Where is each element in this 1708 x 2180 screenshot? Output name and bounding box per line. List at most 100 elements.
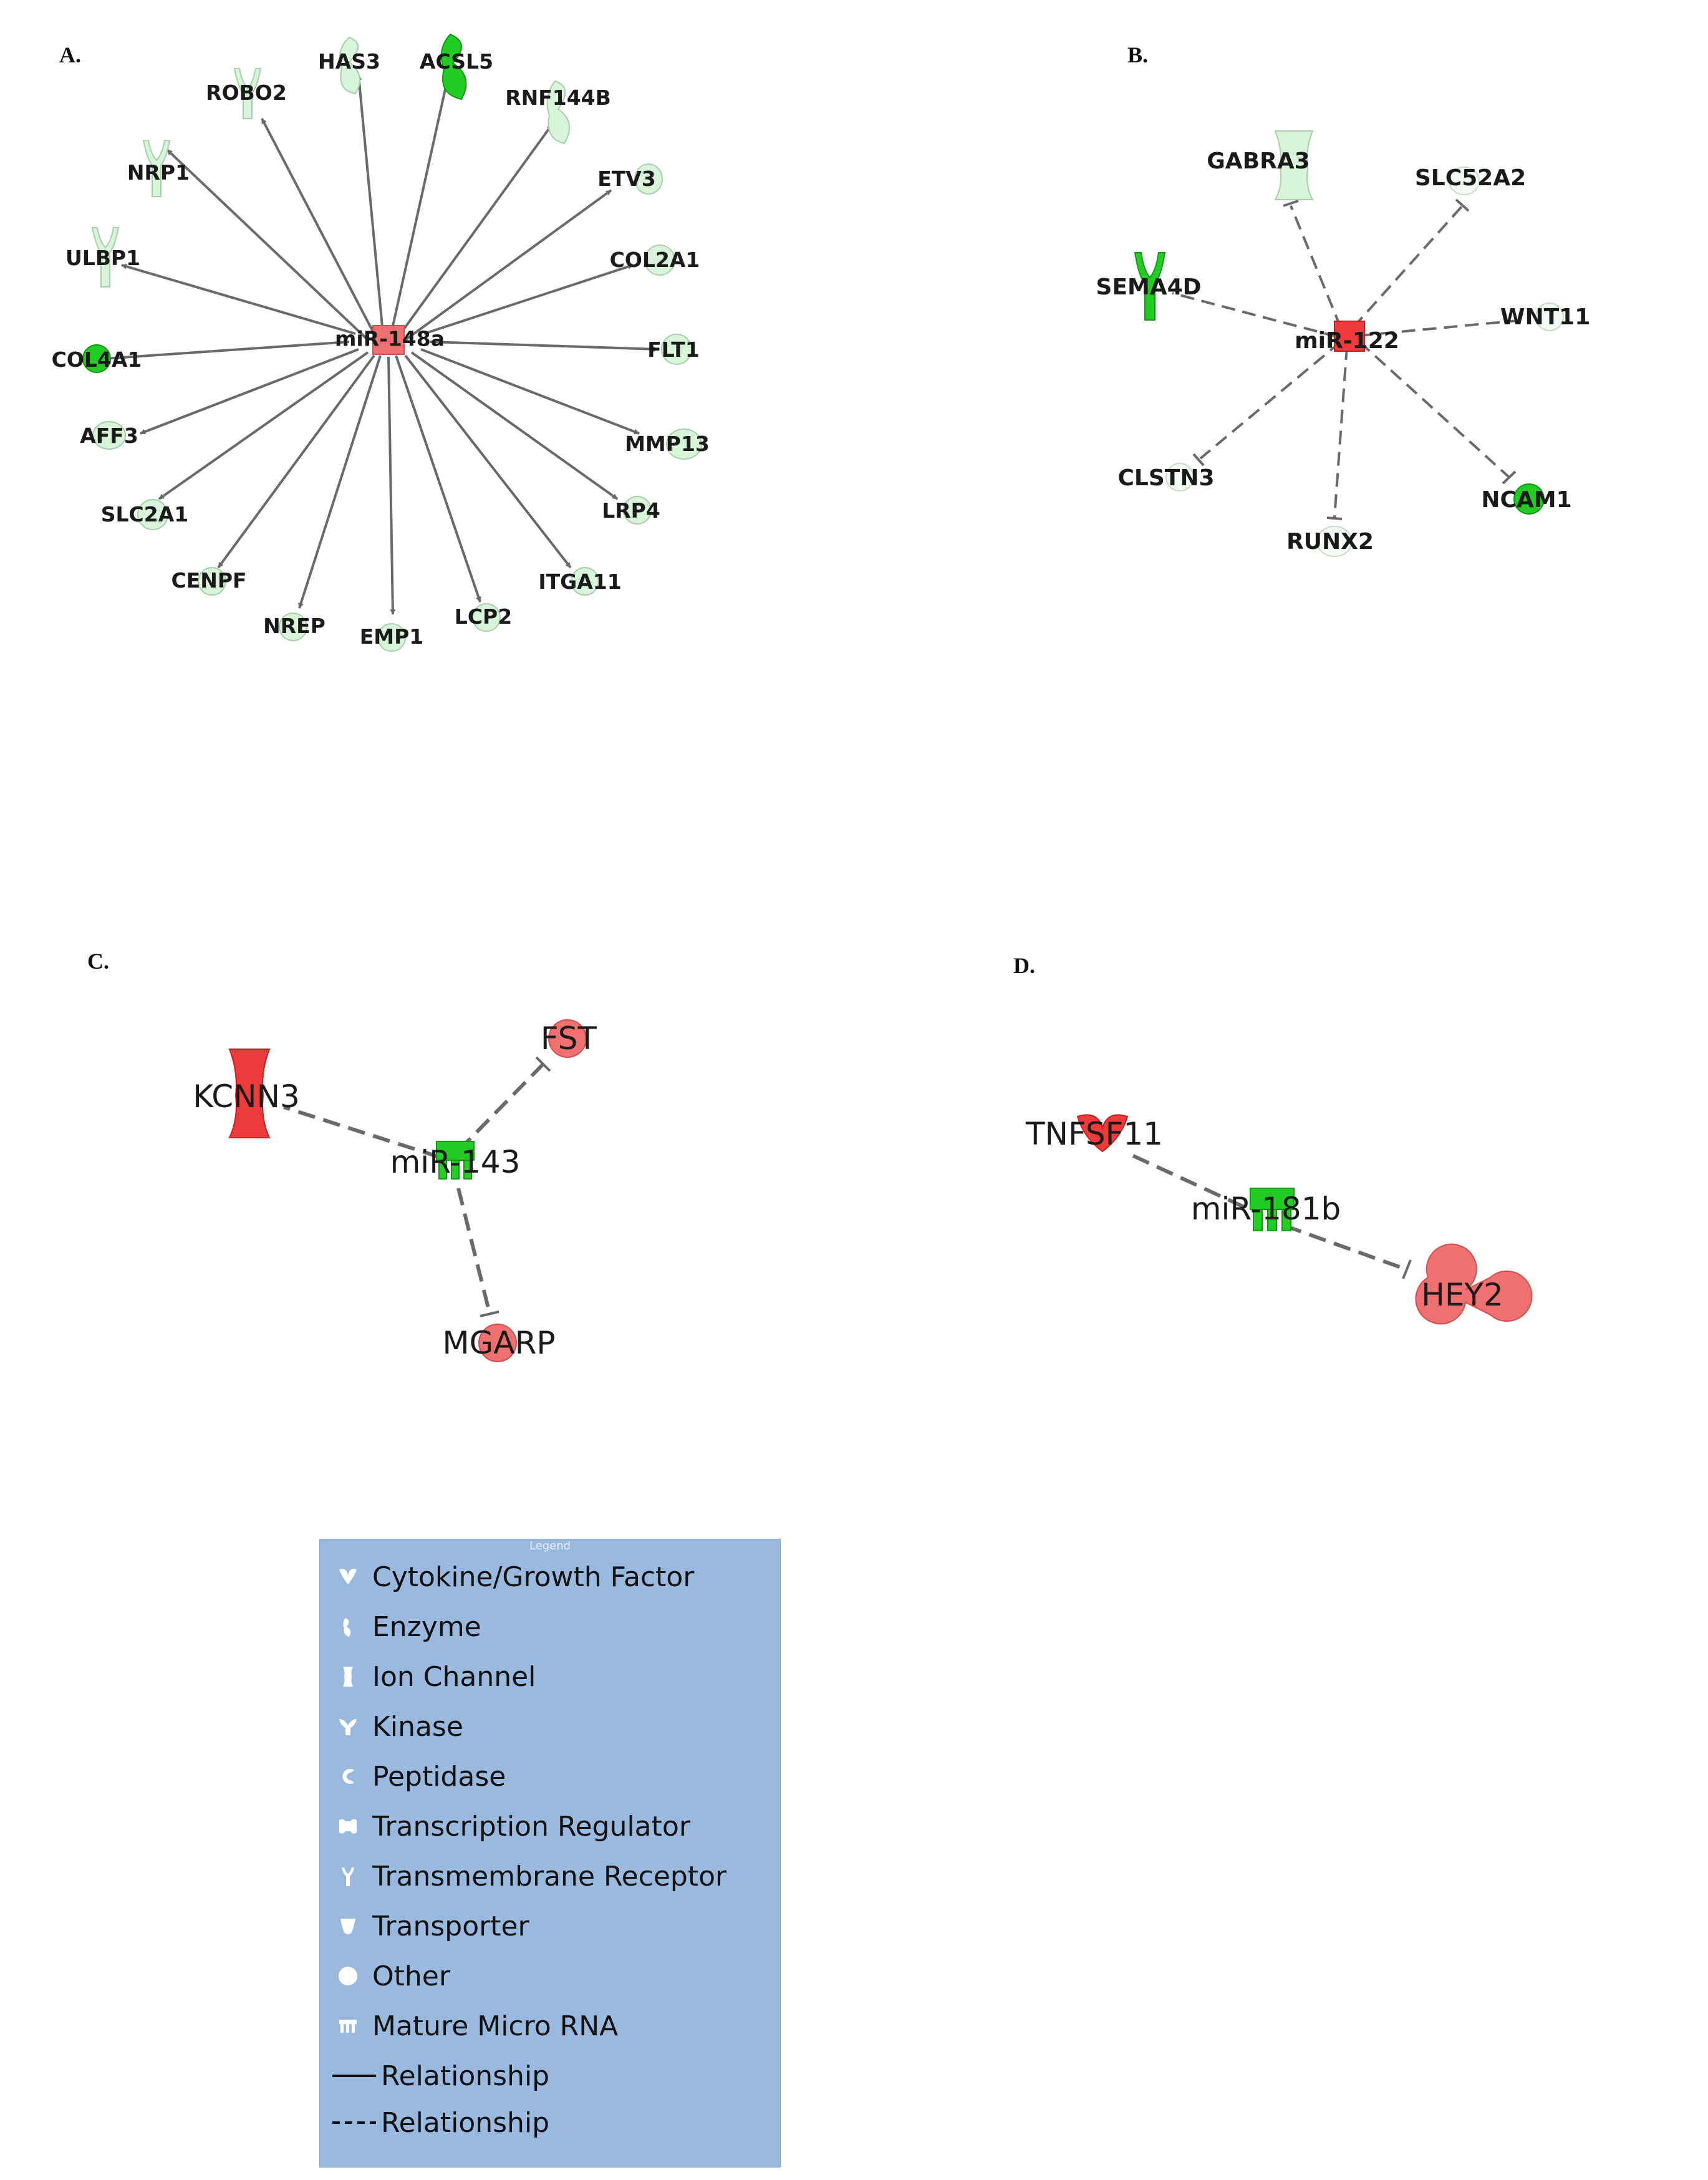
- node-a-label: HAS3: [318, 49, 380, 74]
- node-b-label: WNT11: [1500, 304, 1591, 330]
- mir-181b-microrna-icon: [1250, 1188, 1295, 1231]
- aff3-transcription-regulator-icon: [92, 421, 126, 450]
- edge-b-sema4d: [1172, 292, 1338, 338]
- edge-a-slc2a1: [158, 351, 369, 500]
- legend-item: Mature Micro RNA: [332, 2007, 618, 2045]
- edge-a-etv3: [404, 189, 612, 341]
- node-a-label: COL4A1: [52, 347, 142, 372]
- mgarp-other-icon: [478, 1324, 517, 1362]
- cenpf-other-icon: [198, 567, 226, 596]
- legend-label: Peptidase: [372, 1760, 506, 1793]
- node-a-label: ACSL5: [420, 49, 493, 74]
- hub-c-label: miR-143: [390, 1144, 521, 1180]
- hub-b-label: miR-122: [1295, 328, 1399, 354]
- node-a-label: NRP1: [127, 160, 190, 185]
- legend-title: Legend: [529, 1539, 571, 1553]
- transcription-regulator-icon: [332, 1811, 364, 1842]
- legend-item: Kinase: [332, 1708, 463, 1745]
- panel-b-label: B.: [1127, 42, 1148, 67]
- node-b-label: GABRA3: [1207, 148, 1310, 174]
- legend-panel: Legend Cytokine/Growth Factor Enzyme Ion…: [319, 1539, 781, 2168]
- node-a-label: RNF144B: [505, 85, 611, 110]
- panel-b-network: miR-122 GABRA3 SLC52A2 SEMA4D WNT11 CLST…: [1096, 130, 1591, 557]
- legend-item: Transporter: [332, 1907, 529, 1945]
- edge-a-col4a1: [104, 341, 350, 361]
- ion-channel-icon: [332, 1661, 364, 1692]
- edge-c-inhibit-tick: [535, 1056, 551, 1072]
- has3-enzyme-icon: [339, 36, 361, 95]
- transmembrane-receptor-icon: [332, 1861, 364, 1892]
- node-b-label: NCAM1: [1481, 487, 1571, 513]
- edge-b-wnt11: [1359, 318, 1532, 337]
- node-c-label: KCNN3: [193, 1078, 300, 1115]
- legend-item: Peptidase: [332, 1758, 506, 1795]
- legend-label: Mature Micro RNA: [372, 2010, 619, 2042]
- legend-item: Cytokine/Growth Factor: [332, 1558, 694, 1596]
- mir-148a-microrna-icon: [372, 325, 405, 355]
- slc52a2-transporter-icon: [1449, 167, 1480, 195]
- panel-a-label: A.: [59, 42, 81, 67]
- cytokine-growth-factor-icon: [332, 1561, 364, 1592]
- fst-other-icon: [548, 1019, 587, 1058]
- network-diagrams: A. B. C. D.: [52, 33, 1591, 1362]
- edge-c-mgarp: [456, 1188, 491, 1314]
- lrp4-other-icon: [623, 496, 652, 525]
- legend-label: Other: [372, 1960, 450, 1992]
- edge-b-clstn3: [1199, 341, 1342, 460]
- edge-a-has3: [356, 74, 385, 341]
- edge-b-inhibit-tick: [1502, 470, 1517, 485]
- edge-b-ncam1: [1358, 341, 1510, 478]
- legend-label: Relationship: [381, 2060, 550, 2092]
- peptidase-icon: [332, 1761, 364, 1792]
- panel-d-network: miR-181b TNFSF11 HEY2: [1025, 1114, 1533, 1325]
- other-icon: [332, 1960, 364, 1992]
- edge-a-aff3: [140, 348, 359, 435]
- mmp13-peptidase-icon: [666, 429, 702, 460]
- legend-label: Kinase: [372, 1710, 463, 1743]
- edge-a-itga11: [404, 354, 572, 569]
- panel-a-network: miR-148a ROBO2 HAS3 ACSL5 RNF144B NRP1 E…: [52, 33, 710, 652]
- hub-d-label: miR-181b: [1191, 1191, 1341, 1227]
- wnt11-cytokine-icon: [1535, 303, 1564, 331]
- node-d-label: HEY2: [1421, 1277, 1503, 1313]
- edge-c-fst: [456, 1062, 546, 1153]
- legend-label: Transporter: [372, 1910, 529, 1942]
- ulbp1-receptor-icon: [91, 227, 120, 288]
- node-a-label: FLT1: [647, 337, 700, 362]
- edge-a-emp1: [387, 356, 396, 615]
- node-a-label: LRP4: [602, 498, 660, 523]
- node-d-label: TNFSF11: [1025, 1116, 1163, 1152]
- node-c-label: FST: [541, 1020, 597, 1057]
- tnfsf11-cytokine-icon: [1076, 1114, 1129, 1153]
- edge-a-lrp4: [410, 351, 619, 500]
- edge-d-hey2: [1283, 1224, 1407, 1271]
- hub-a-label: miR-148a: [335, 327, 445, 351]
- node-b-label: SLC52A2: [1415, 165, 1526, 191]
- node-a-label: ETV3: [597, 167, 656, 191]
- node-a-label: LCP2: [455, 604, 512, 629]
- legend-item: Transmembrane Receptor: [332, 1858, 726, 1895]
- mir-143-microrna-icon: [436, 1141, 475, 1180]
- edge-a-flt1: [430, 341, 659, 352]
- gabra3-ion-channel-icon: [1274, 130, 1314, 200]
- nrep-other-icon: [279, 613, 307, 641]
- edge-b-inhibit-tick: [1283, 200, 1299, 207]
- legend-label: Transcription Regulator: [372, 1810, 690, 1843]
- node-a-label: NREP: [263, 614, 326, 638]
- edge-a-ulbp1: [121, 263, 356, 335]
- mir-122-microrna-icon: [1334, 321, 1365, 352]
- kinase-icon: [332, 1711, 364, 1742]
- transporter-icon: [332, 1911, 364, 1942]
- edge-b-slc52a2: [1352, 205, 1464, 329]
- solid-line-icon: [332, 2060, 376, 2091]
- edge-c-inhibit-tick: [480, 1310, 499, 1317]
- enzyme-icon: [332, 1611, 364, 1642]
- edge-b-inhibit-tick: [1326, 516, 1343, 520]
- panel-c-label: C.: [87, 949, 109, 974]
- edge-c-kcnn3: [283, 1105, 440, 1159]
- emp1-other-icon: [377, 623, 406, 652]
- node-c-label: MGARP: [443, 1325, 556, 1361]
- node-b-label: SEMA4D: [1096, 274, 1201, 300]
- panel-d-label: D.: [1013, 953, 1035, 978]
- edge-d-tnfsf11: [1131, 1153, 1245, 1209]
